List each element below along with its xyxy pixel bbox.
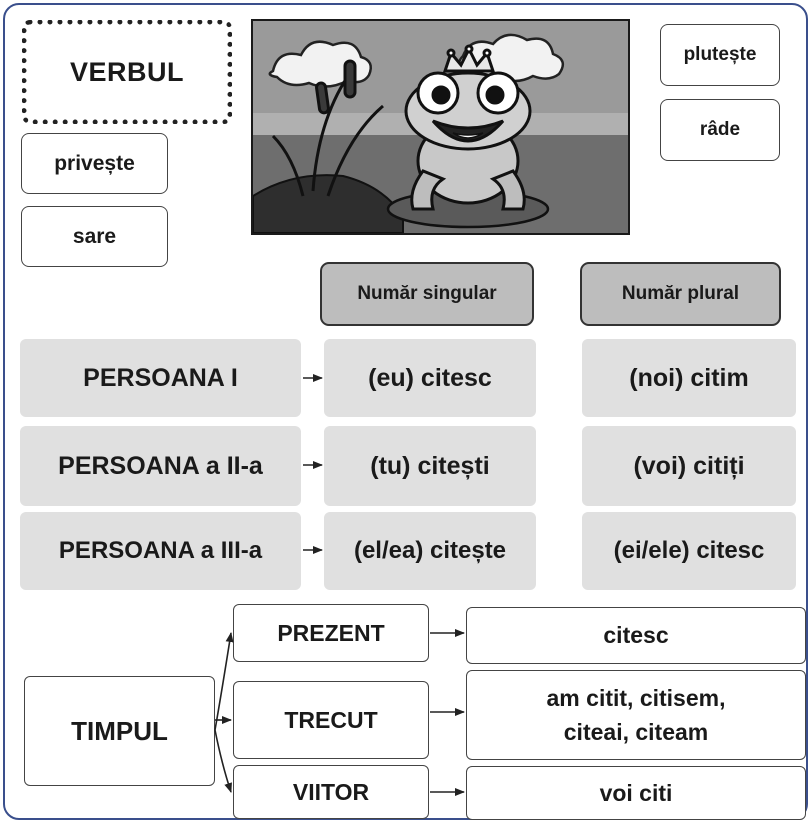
word-pluteste: plutește xyxy=(683,44,757,65)
row-3-plural-text: (ei/ele) citesc xyxy=(613,537,765,564)
example-trecut-line-1: am citit, citisem, xyxy=(546,685,726,711)
row-3-singular-text: (el/ea) citește xyxy=(353,537,507,564)
example-prezent-box: citesc xyxy=(466,607,806,664)
row-2-singular: (tu) citești xyxy=(324,426,536,506)
example-trecut-box: am citit, citisem, citeai, citeam xyxy=(466,670,806,760)
tense-trecut-box: TRECUT xyxy=(233,681,429,759)
header-numar-singular: Număr singular xyxy=(320,262,534,326)
row-3-persoana: PERSOANA a III-a xyxy=(20,512,301,590)
row-1-persoana: PERSOANA I xyxy=(20,339,301,417)
row-1-plural-text: (noi) citim xyxy=(629,363,749,392)
arrow-timpul-viitor xyxy=(214,729,232,793)
row-3-persoana-text: PERSOANA a III-a xyxy=(58,537,263,564)
frog-prince-icon xyxy=(253,21,628,233)
frog-prince-illustration xyxy=(251,19,630,235)
word-rade: râde xyxy=(699,119,741,140)
word-box-rade: râde xyxy=(660,99,780,161)
arrow-timpul-prezent xyxy=(214,632,234,731)
tense-viitor-text: VIITOR xyxy=(292,778,370,805)
row-1-plural: (noi) citim xyxy=(582,339,796,417)
word-sare: sare xyxy=(72,224,117,248)
header-numar-plural: Număr plural xyxy=(580,262,781,326)
word-box-pluteste: plutește xyxy=(660,24,780,86)
row-2-persoana-text: PERSOANA a II-a xyxy=(58,451,263,480)
example-viitor-box: voi citi xyxy=(466,766,806,820)
word-box-sare: sare xyxy=(21,206,168,267)
row-1-singular: (eu) citesc xyxy=(324,339,536,417)
word-priveste: privește xyxy=(54,151,135,175)
row-2-persoana: PERSOANA a II-a xyxy=(20,426,301,506)
timpul-text: TIMPUL xyxy=(71,715,168,746)
tense-viitor-box: VIITOR xyxy=(233,765,429,819)
row-1-singular-text: (eu) citesc xyxy=(368,363,492,392)
row-1-persoana-text: PERSOANA I xyxy=(83,363,238,392)
example-trecut-line-2: citeai, citeam xyxy=(563,719,709,745)
row-2-plural: (voi) citiți xyxy=(582,426,796,506)
example-prezent-text: citesc xyxy=(603,622,669,648)
row-2-singular-text: (tu) citești xyxy=(370,451,490,480)
example-viitor-text: voi citi xyxy=(599,779,673,806)
word-box-priveste: privește xyxy=(21,133,168,194)
tense-prezent-text: PREZENT xyxy=(277,619,385,646)
header-singular-text: Număr singular xyxy=(357,283,497,304)
title-verbul: VERBUL xyxy=(22,20,232,124)
tense-prezent-box: PREZENT xyxy=(233,604,429,662)
header-plural-text: Număr plural xyxy=(621,283,740,304)
row-3-singular: (el/ea) citește xyxy=(324,512,536,590)
tense-trecut-text: TRECUT xyxy=(284,706,378,733)
title-text: VERBUL xyxy=(69,56,184,87)
timpul-box: TIMPUL xyxy=(24,676,215,786)
row-2-plural-text: (voi) citiți xyxy=(633,451,745,480)
row-3-plural: (ei/ele) citesc xyxy=(582,512,796,590)
